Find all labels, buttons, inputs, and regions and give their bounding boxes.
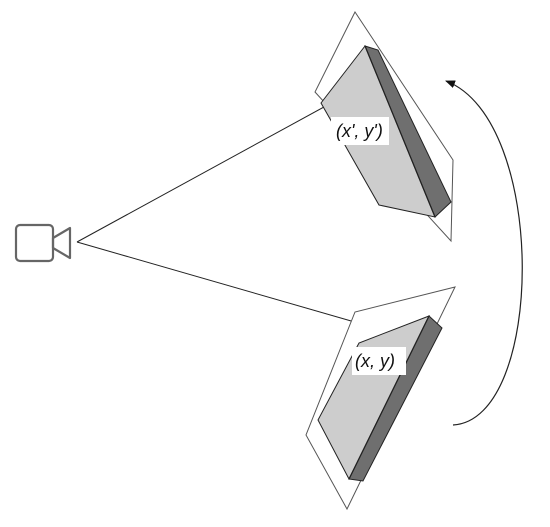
top-point-label: (x', y') (336, 121, 383, 141)
ray-to-top-point (76, 83, 367, 243)
bottom-slab-edge (348, 315, 430, 480)
camera-icon (14, 223, 72, 263)
rotation-arrow (445, 80, 523, 426)
bottom-point-label: (x, y) (355, 351, 395, 371)
ray-to-bottom-point (76, 241, 373, 329)
bottom-point-label-bg (352, 347, 406, 375)
top-slab-edge (364, 45, 436, 218)
top-point-label-bg (331, 117, 389, 145)
bottom-object (305, 286, 456, 511)
